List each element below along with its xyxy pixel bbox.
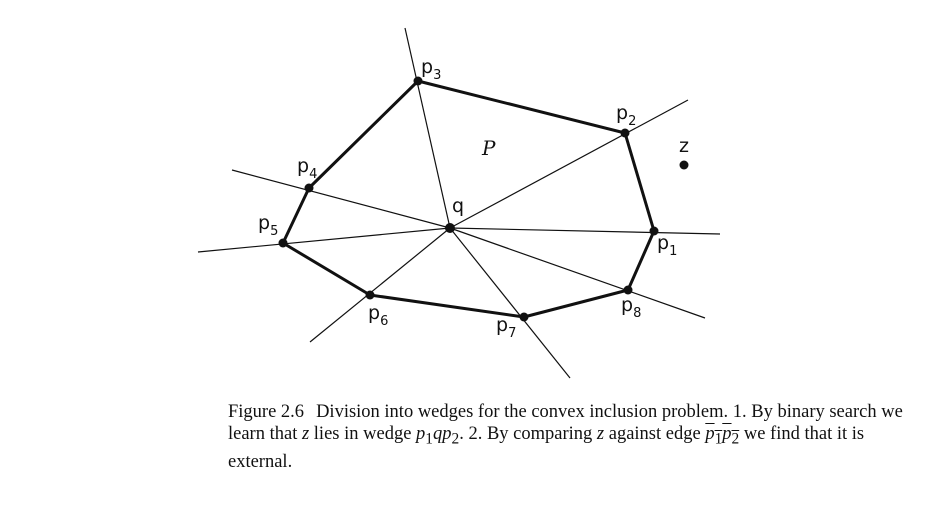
caption-text-2: lies in wedge [309,424,417,444]
vertex-p1-label: p1 [657,232,677,259]
ray-p5 [197,227,451,253]
ray-p3 [404,27,451,229]
caption-wedge-p1: p [416,424,426,444]
caption-edge-sub2: 2 [731,430,740,448]
ray-p4 [231,169,451,229]
ray-p2 [449,99,689,229]
vertex-p4-label: p4 [297,155,317,182]
vertex-p2-label: p2 [616,102,636,129]
vertex-p3-dot [413,76,423,86]
ray-p6 [309,227,451,343]
caption-z-2: z [596,424,605,444]
caption-z: z [301,424,310,444]
caption-edge-p1: p [705,424,715,444]
caption-wedge-sub1: 1 [425,430,433,448]
ray-p8 [449,227,706,319]
vertex-p2-dot [620,128,630,138]
caption-text-1: Division into wedges for the convex incl… [228,402,903,444]
caption-wedge-p2: p [442,424,452,444]
caption-wedge-q: q [433,424,443,444]
point-z-dot [679,160,689,170]
caption-edge-p2: p [722,424,732,444]
vertex-p6-label: p6 [368,302,388,329]
figure-number: Figure 2.6 [228,402,305,422]
caption-text-5: we find that it is external. [228,424,865,472]
caption-wedge-sub2: 2 [451,430,460,448]
caption-edge-sub1: 1 [714,430,723,448]
vertex-p1-dot [649,226,659,236]
center-q-dot [445,223,455,233]
polygon-vertices [278,76,689,322]
caption-edge-p1p2: p1p2 [705,424,739,448]
vertex-p5-dot [278,238,288,248]
caption-text-4: against edge [604,424,706,444]
wedge-division-figure: p1 p2 p3 p4 p5 p6 p7 p8 q P z [197,27,721,379]
caption-text-3: . 2. By comparing [459,424,597,444]
center-q-label: q [452,195,464,217]
vertex-p4-dot [304,183,314,193]
vertex-p8-label: p8 [621,294,641,321]
point-z-label: z [679,135,689,157]
vertex-p7-label: p7 [496,314,516,341]
vertex-p8-dot [623,285,633,295]
vertex-p3-label: p3 [421,56,441,83]
vertex-p6-dot [365,290,375,300]
vertex-p5-label: p5 [258,212,278,239]
wedge-rays [197,27,721,379]
ray-p7 [449,227,571,379]
ray-p1 [449,227,721,235]
vertex-p7-dot [519,312,529,322]
polygon-p [281,79,656,319]
polygon-p-label: P [481,136,496,160]
